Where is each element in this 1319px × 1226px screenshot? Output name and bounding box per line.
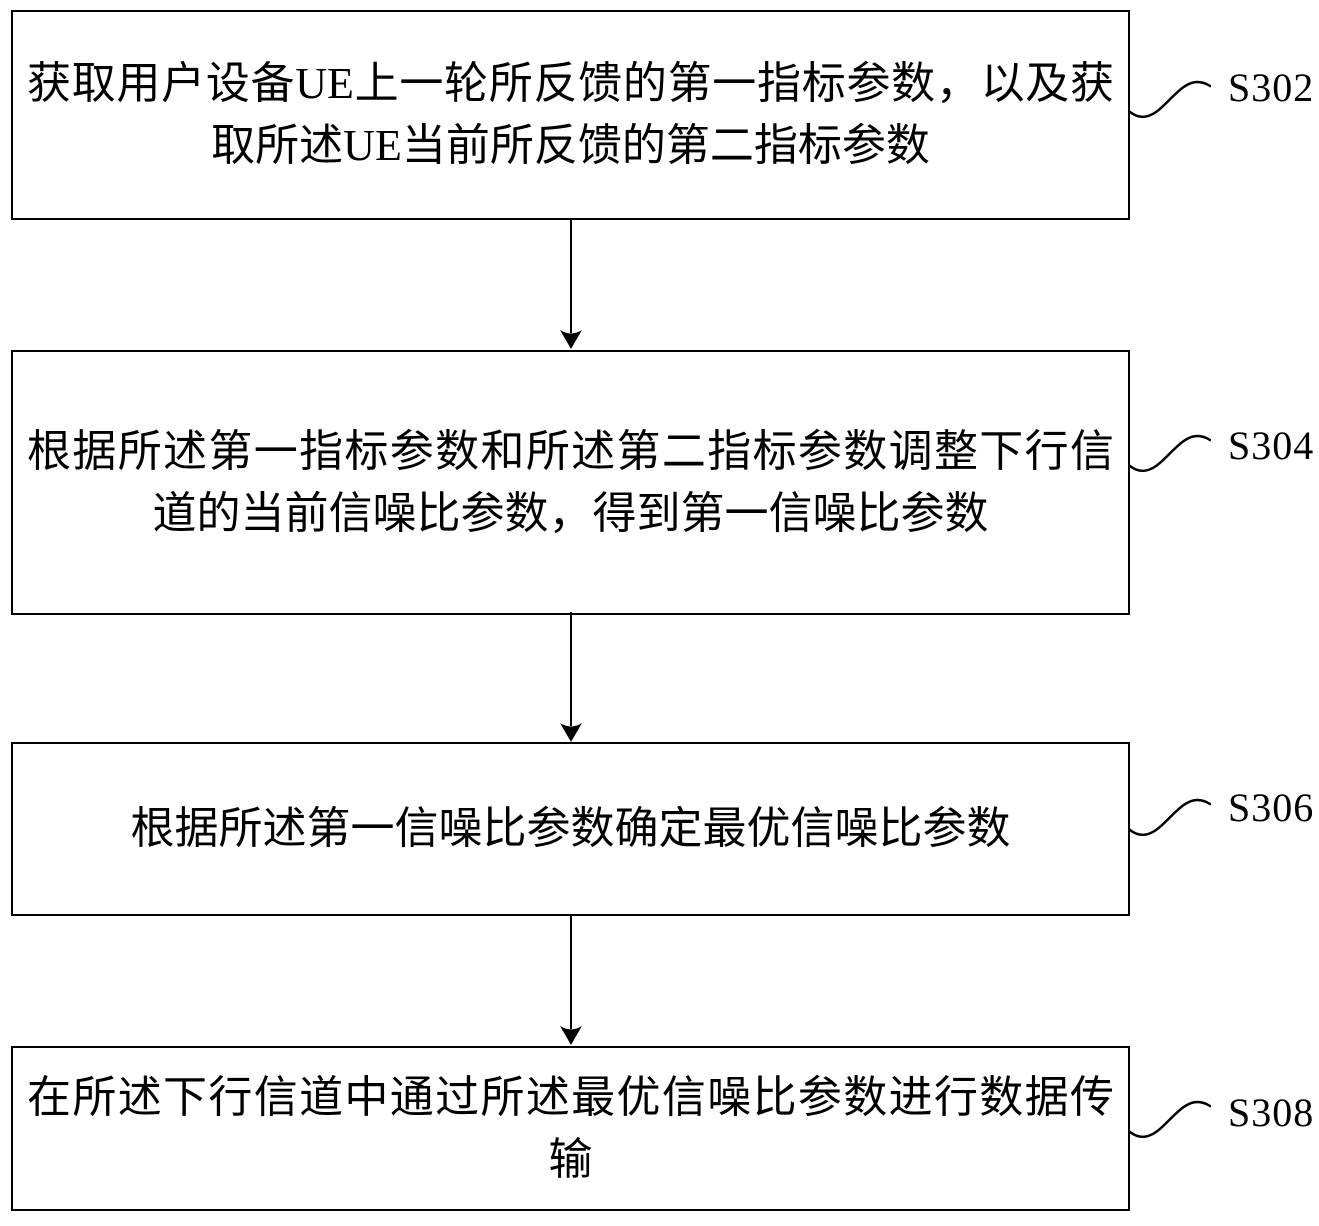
step-label: S308	[1228, 1090, 1315, 1135]
down-arrow-icon	[560, 612, 582, 742]
squiggle-leader-line-icon	[1129, 798, 1211, 836]
step-box-s304: 根据所述第一指标参数和所述第二指标参数调整下行信道的当前信噪比参数，得到第一信噪…	[11, 350, 1130, 615]
squiggle-leader-line-icon	[1129, 1100, 1211, 1138]
down-arrow-icon	[560, 914, 582, 1045]
step-box-s306: 根据所述第一信噪比参数确定最优信噪比参数	[11, 742, 1130, 916]
step-text: 根据所述第一指标参数和所述第二指标参数调整下行信道的当前信噪比参数，得到第一信噪…	[27, 426, 1114, 538]
step-label: S306	[1228, 785, 1315, 830]
step-box-s302: 获取用户设备UE上一轮所反馈的第一指标参数，以及获取所述UE当前所反馈的第二指标…	[11, 10, 1130, 220]
squiggle-leader-line-icon	[1129, 434, 1211, 472]
step-text: 获取用户设备UE上一轮所反馈的第一指标参数，以及获取所述UE当前所反馈的第二指标…	[27, 59, 1114, 170]
step-text: 根据所述第一信噪比参数确定最优信噪比参数	[130, 804, 1011, 853]
squiggle-leader-line-icon	[1129, 80, 1211, 118]
step-label: S304	[1228, 423, 1315, 468]
step-text: 在所述下行信道中通过所述最优信噪比参数进行数据传输	[27, 1072, 1114, 1184]
step-box-s308: 在所述下行信道中通过所述最优信噪比参数进行数据传输	[11, 1046, 1130, 1211]
down-arrow-icon	[560, 219, 582, 349]
step-label: S302	[1228, 65, 1315, 110]
